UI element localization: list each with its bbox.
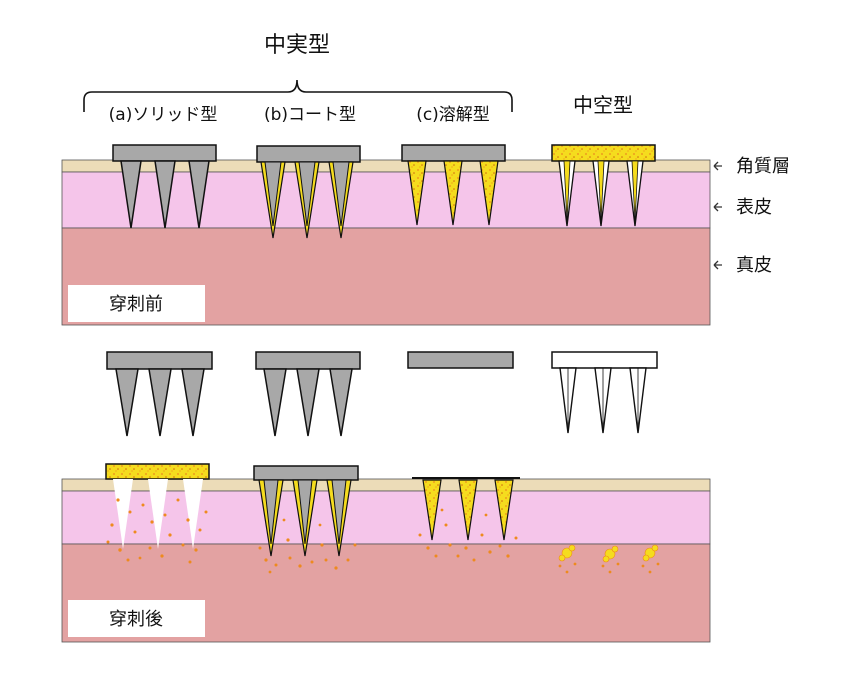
solid-group-label: 中実型 xyxy=(264,33,330,58)
coated-after xyxy=(253,465,359,574)
stratum-label: 角質層 xyxy=(736,156,790,177)
arrow-icon xyxy=(713,161,722,171)
hollow-after xyxy=(558,544,660,574)
solid-after xyxy=(105,463,210,564)
solid-needle-before xyxy=(112,144,217,229)
solid-group-bracket xyxy=(83,79,513,112)
type-b-label: (b)コート型 xyxy=(264,105,356,125)
after-label-box xyxy=(68,600,205,637)
before-label: 穿刺前 xyxy=(109,294,163,315)
hollow-label: 中空型 xyxy=(573,93,633,117)
solid-needle-removed xyxy=(106,351,213,437)
hollow-needle-removed xyxy=(551,351,658,434)
arrow-icon xyxy=(713,202,722,212)
type-a-label: (a)ソリッド型 xyxy=(109,105,218,125)
before-label-box xyxy=(68,285,205,322)
skin-before-panel xyxy=(61,159,711,326)
coated-needle-removed xyxy=(255,351,361,437)
coated-needle-before xyxy=(256,145,361,239)
dissolving-needle-before xyxy=(401,144,506,226)
hollow-needle-before xyxy=(551,144,656,227)
dissolving-base-removed xyxy=(407,351,514,369)
type-c-label: (c)溶解型 xyxy=(416,105,490,125)
dissolving-after xyxy=(412,477,520,562)
dermis-label: 真皮 xyxy=(736,255,772,276)
arrow-icon xyxy=(713,260,722,270)
after-label: 穿刺後 xyxy=(109,609,163,630)
epidermis-label: 表皮 xyxy=(736,197,772,218)
